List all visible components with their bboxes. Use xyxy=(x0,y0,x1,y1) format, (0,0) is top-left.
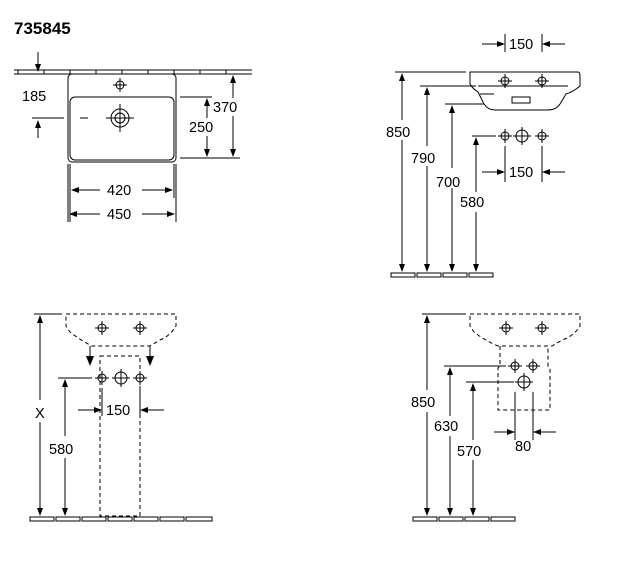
dim-valve-spacing: 150 xyxy=(509,165,533,181)
pedestal-view: X 580 150 xyxy=(29,313,213,522)
floor-tiles xyxy=(390,272,494,278)
dim-height-790: 790 xyxy=(411,151,435,167)
dim-depth-total: 370 xyxy=(213,100,237,116)
wall-tiles xyxy=(14,69,252,75)
side-view: 150 150 8 xyxy=(386,34,581,278)
dim-height-570: 570 xyxy=(457,444,481,460)
dim-tap-spacing: 150 xyxy=(509,37,533,53)
dim-trap-spacing: 80 xyxy=(515,439,531,455)
basin-outline xyxy=(67,73,177,163)
dim-height-630: 630 xyxy=(434,419,458,435)
basin-side xyxy=(469,71,581,111)
floor-tiles xyxy=(412,516,516,522)
dim-height-variable: X xyxy=(35,406,45,422)
dim-height-700: 700 xyxy=(436,175,460,191)
floor-tiles xyxy=(29,516,213,522)
dim-valve-spacing: 150 xyxy=(106,403,130,419)
dim-width-inner: 420 xyxy=(107,183,131,199)
dim-width-outer: 450 xyxy=(107,207,131,223)
top-view: 185 370 250 420 450 xyxy=(14,52,252,223)
basin-bowl xyxy=(69,96,175,161)
dim-height-580: 580 xyxy=(49,442,73,458)
semi-pedestal-view: 850 630 570 80 xyxy=(411,313,581,522)
dim-depth-bowl: 250 xyxy=(189,120,213,136)
dim-height-rim: 850 xyxy=(386,125,410,141)
model-number: 735845 xyxy=(14,19,71,38)
dim-height-rim: 850 xyxy=(411,395,435,411)
dim-height-580: 580 xyxy=(460,195,484,211)
dim-offset-left: 185 xyxy=(22,89,46,105)
